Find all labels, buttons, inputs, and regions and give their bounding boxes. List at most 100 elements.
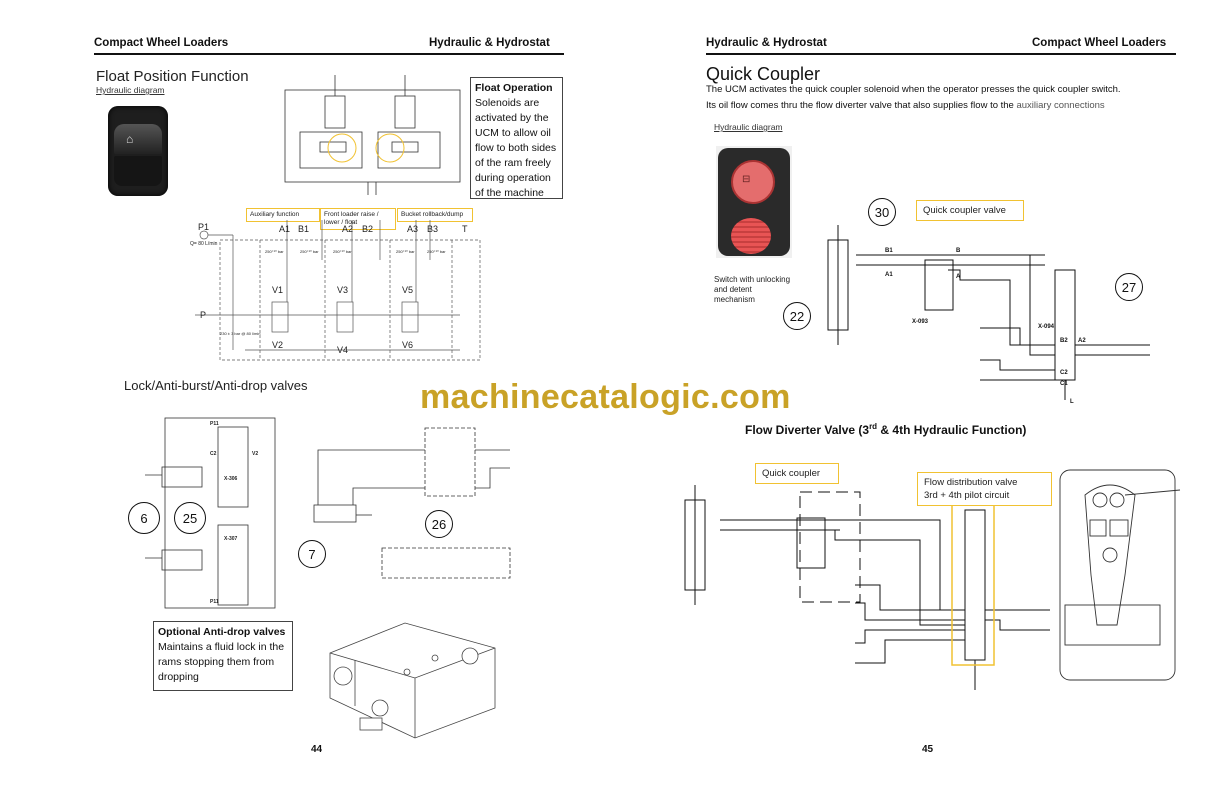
port-a1: A1 (279, 224, 290, 234)
qc-port-c1: C1 (1060, 381, 1068, 387)
port-b2: B2 (362, 224, 373, 234)
lift-cylinder-left (324, 95, 346, 129)
float-operation-note: Float Operation Solenoids are activated … (470, 77, 563, 199)
left-header-left: Compact Wheel Loaders (94, 37, 229, 49)
valve-v6: V6 (402, 340, 413, 350)
label-auxiliary-function: Auxiliary function (246, 208, 320, 222)
label-bucket-rollback: Bucket rollback/dump (397, 208, 473, 222)
paragraph-line-2-gray: auxiliary connections (1016, 100, 1105, 111)
callout-26: 26 (425, 510, 453, 538)
float-switch-photo: ⌂ (108, 106, 168, 196)
valve-v2: V2 (272, 340, 283, 350)
inlet-p-label: P (200, 310, 206, 320)
port-p11-top: P11 (210, 421, 219, 427)
qc-port-a1: A1 (885, 272, 893, 278)
qc-port-b1: B1 (885, 248, 893, 254)
flow-diverter-title: Flow Diverter Valve (3rd & 4th Hydraulic… (745, 422, 1026, 437)
valve-v3: V3 (337, 285, 348, 295)
right-header-left: Hydraulic & Hydrostat (706, 37, 827, 49)
port-b1: B1 (298, 224, 309, 234)
flow-distribution-line-2: 3rd + 4th pilot circuit (924, 490, 1010, 501)
port-p11-bottom: P11 (210, 599, 219, 605)
watermark: machinecatalogic.com (420, 378, 791, 416)
anti-drop-heading: Optional Anti-drop valves (158, 626, 286, 638)
callout-7: 7 (298, 540, 326, 568)
qc-port-b2: B2 (1060, 338, 1068, 344)
pressure-label-5: 250⁺¹⁰ bar (427, 249, 446, 254)
port-a2: A2 (342, 224, 353, 234)
callout-30: 30 (868, 198, 896, 226)
quick-coupler-switch-photo: ⊟ (716, 146, 792, 258)
label-front-loader: Front loader raise / lower / float (320, 208, 396, 230)
switch-rocker-top (114, 124, 162, 154)
pressure-label-4: 250⁺¹⁰ bar (396, 249, 415, 254)
pump-label: P1 (198, 222, 209, 232)
callout-25: 25 (174, 502, 206, 534)
switch-rocker-bottom (114, 156, 162, 186)
left-header-right: Hydraulic & Hydrostat (429, 37, 550, 49)
left-page-number: 44 (311, 744, 323, 755)
lock-valves-title: Lock/Anti-burst/Anti-drop valves (124, 378, 308, 393)
valve-block-drawing (329, 622, 496, 739)
flow-label: Q= 80 L/min (190, 241, 218, 247)
flow-diverter-title-sup: rd (869, 422, 878, 431)
anti-burst-schematic (313, 427, 511, 579)
left-page-title: Float Position Function (96, 68, 249, 85)
anti-drop-note: Optional Anti-drop valves Maintains a fl… (153, 621, 293, 691)
port-x307: X-307 (224, 536, 238, 542)
float-position-schematic (284, 75, 461, 195)
right-header-rule (706, 53, 1176, 55)
paragraph-line-1: The UCM activates the quick coupler sole… (706, 84, 1121, 95)
qc-port-a: A (956, 274, 961, 280)
right-hydraulic-diagram-link[interactable]: Hydraulic diagram (714, 122, 783, 132)
joystick-drawing (1059, 469, 1181, 681)
pressure-label-3: 250⁺¹⁰ bar (333, 249, 352, 254)
qc-port-c2: C2 (1060, 370, 1068, 376)
port-b3: B3 (427, 224, 438, 234)
valve-v4: V4 (337, 345, 348, 355)
switch-button-top (731, 160, 775, 204)
port-c2-top: C2 (210, 451, 217, 457)
relief-label: 230 ± 3 bar @ 80 l/min (220, 331, 261, 336)
port-v2-top: V2 (252, 451, 258, 457)
qc-port-b: B (956, 248, 961, 254)
anti-drop-body: Maintains a fluid lock in the rams stopp… (158, 641, 285, 683)
right-page-title: Quick Coupler (706, 64, 821, 84)
right-page-number: 45 (922, 744, 934, 755)
float-operation-heading: Float Operation (475, 82, 553, 94)
valve-v5: V5 (402, 285, 413, 295)
switch-button-bottom (731, 218, 771, 254)
callout-22: 22 (783, 302, 811, 330)
pressure-label-1: 250⁺¹⁰ bar (265, 249, 284, 254)
paragraph-line-2-main: Its oil flow comes thru the flow diverte… (706, 100, 1017, 111)
quick-coupler-schematic: B1 A1 B A X-093 X-094 B2 C2 C1 A2 L (827, 225, 1150, 405)
switch-caption: Switch with unlocking and detent mechani… (714, 275, 791, 304)
lift-cylinder-right (394, 95, 416, 129)
left-hydraulic-diagram-link[interactable]: Hydraulic diagram (96, 85, 165, 95)
quick-coupler-valve-label: Quick coupler valve (916, 200, 1024, 221)
left-header-rule (94, 53, 564, 55)
callout-27: 27 (1115, 273, 1143, 301)
flow-diverter-title-rest: & 4th Hydraulic Function) (877, 423, 1027, 437)
flow-distribution-line-1: Flow distribution valve (924, 477, 1018, 488)
qc-port-x093: X-093 (912, 319, 929, 325)
qc-port-l: L (1070, 399, 1074, 405)
pressure-label-2: 250⁺¹⁰ bar (300, 249, 319, 254)
flow-diverter-schematic (684, 485, 1050, 690)
port-x306: X-306 (224, 476, 238, 482)
quick-coupler-label: Quick coupler (755, 463, 839, 484)
qc-port-a2: A2 (1078, 338, 1086, 344)
flow-diverter-title-main: Flow Diverter Valve (3 (745, 423, 870, 437)
qc-port-x094: X-094 (1038, 324, 1055, 330)
flow-distribution-highlight (951, 504, 995, 666)
valve-v1: V1 (272, 285, 283, 295)
port-a3: A3 (407, 224, 418, 234)
callout-6: 6 (128, 502, 160, 534)
lock-valves-schematic: P11 C2 V2 X-306 X-307 P11 (145, 417, 276, 609)
port-t: T (462, 224, 468, 234)
flow-distribution-label: Flow distribution valve 3rd + 4th pilot … (917, 472, 1052, 506)
right-header-right: Compact Wheel Loaders (1032, 37, 1167, 49)
quick-coupler-paragraph: The UCM activates the quick coupler sole… (706, 82, 1176, 114)
paragraph-line-2: Its oil flow comes thru the flow diverte… (706, 98, 1176, 114)
main-control-valve-schematic: P1 Q= 80 L/min A1 B1 A2 B2 A3 B3 T 250⁺¹… (190, 220, 481, 361)
